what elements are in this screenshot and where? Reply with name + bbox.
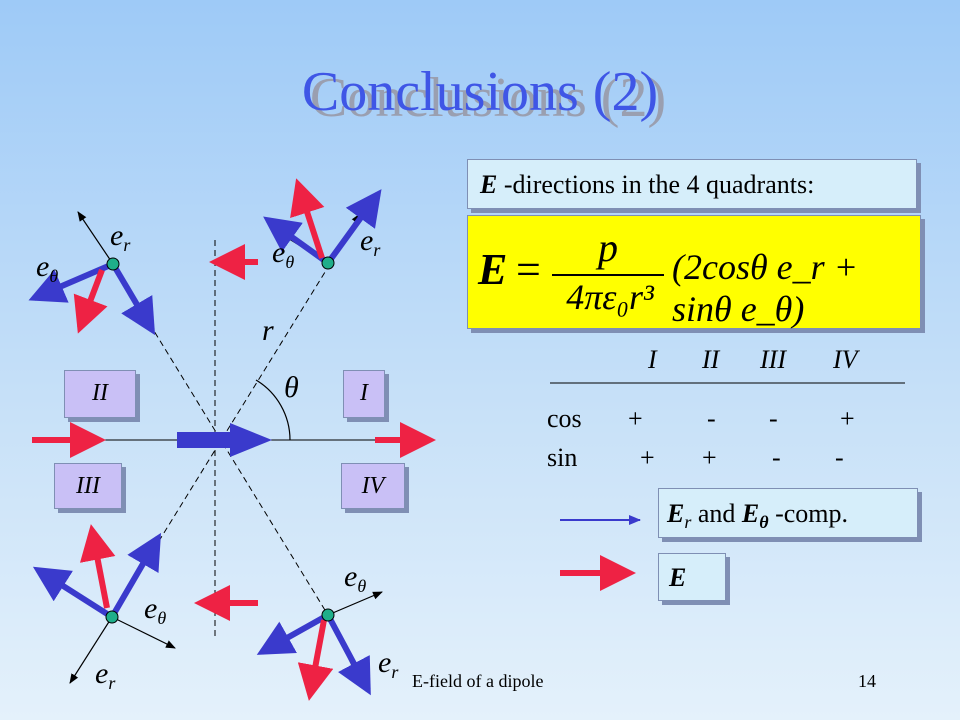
point-quadrant-3 [32, 524, 176, 684]
er-arrow-q2 [77, 211, 114, 265]
point-quadrant-2 [28, 211, 156, 336]
legend-er-sub: r [684, 512, 692, 533]
component-arrow-q4-b [325, 613, 371, 696]
component-arrow-q2-a [110, 262, 156, 336]
legend-and: and [691, 499, 742, 528]
etheta-arrow-q4 [327, 591, 383, 616]
component-arrow-q3-a [109, 532, 162, 619]
quadrant-II-box: II [64, 370, 136, 418]
component-arrow-q3-b [32, 566, 114, 620]
label-theta: θ [284, 371, 299, 404]
field-arrow-q4 [297, 619, 334, 701]
theta-arc [255, 379, 291, 441]
component-arrow-q1-a [325, 189, 382, 265]
point-quadrant-1 [263, 178, 382, 270]
field-arrow-q1 [290, 178, 325, 259]
page-number: 14 [858, 671, 876, 691]
table-header-III: III [760, 345, 786, 374]
etheta-arrow-q3 [111, 616, 176, 649]
point-marker-q2 [106, 257, 120, 271]
point-marker-q3 [105, 610, 119, 624]
legend-field-box: E [658, 553, 726, 601]
title-area: Conclusions (2) Conclusions (2) [0, 60, 960, 140]
table-header-II: II [702, 345, 720, 374]
table-header-IV: IV [833, 345, 858, 374]
footer-title: E-field of a dipole [412, 671, 544, 691]
equation-bracket: (2cosθ e_r + sinθ e_θ) [672, 247, 858, 329]
fraction-bar [552, 274, 664, 276]
equation-denominator: 4πε₀r³ [566, 277, 654, 317]
sin-sign-IV: - [835, 443, 844, 472]
label-etheta-q4: eθ [344, 560, 366, 596]
label-er-q4: er [378, 646, 399, 682]
point-quadrant-4 [256, 591, 383, 701]
cos-sign-I: + [628, 404, 643, 433]
sin-sign-III: - [772, 443, 781, 472]
quadrant-I-box: I [343, 370, 385, 418]
label-er-q3: er [95, 657, 116, 693]
title-shadow: Conclusions (2) [309, 67, 667, 129]
label-r: r [262, 314, 274, 347]
legend-etheta-sub: θ [759, 512, 769, 533]
table-header-I: I [648, 345, 657, 374]
sin-sign-I: + [640, 443, 655, 472]
point-marker-q1 [321, 256, 335, 270]
equation-equals: = [516, 245, 541, 294]
point-marker-q4 [321, 608, 335, 622]
directions-bold-e: E [480, 170, 498, 199]
label-er-q1: er [360, 224, 381, 260]
equation-numerator: p [598, 225, 618, 270]
equation-box: E = p 4πε₀r³ (2cosθ e_r + sinθ e_θ) [467, 215, 921, 329]
label-er-q2: er [110, 219, 131, 255]
cos-sign-IV: + [840, 404, 855, 433]
row-label-sin: sin [547, 443, 578, 472]
directions-box: E -directions in the 4 quadrants: [467, 159, 917, 209]
label-etheta-q3: eθ [144, 592, 166, 628]
cos-sign-III: - [769, 404, 778, 433]
row-label-cos: cos [547, 404, 582, 433]
field-arrow-q2 [73, 268, 108, 334]
quadrant-IV-box: IV [341, 463, 405, 509]
page-title: Conclusions (2) [301, 61, 659, 123]
legend-suffix: -comp. [768, 499, 849, 528]
cos-sign-II: - [707, 404, 716, 433]
component-arrow-q1-b [263, 216, 330, 266]
directions-text: -directions in the 4 quadrants: [497, 170, 815, 199]
equation-lhs: E [478, 245, 508, 294]
sin-sign-II: + [702, 443, 717, 472]
dipole-arrow [177, 423, 272, 457]
label-etheta-q1: eθ [272, 236, 294, 272]
component-arrow-q4-a [256, 612, 330, 655]
label-etheta-q2: eθ [36, 250, 58, 286]
field-arrow-q3 [79, 524, 116, 609]
legend-components-box: Er and Eθ -comp. [658, 488, 918, 538]
quadrant-III-box: III [54, 463, 122, 509]
er-arrow-q3 [69, 616, 113, 684]
